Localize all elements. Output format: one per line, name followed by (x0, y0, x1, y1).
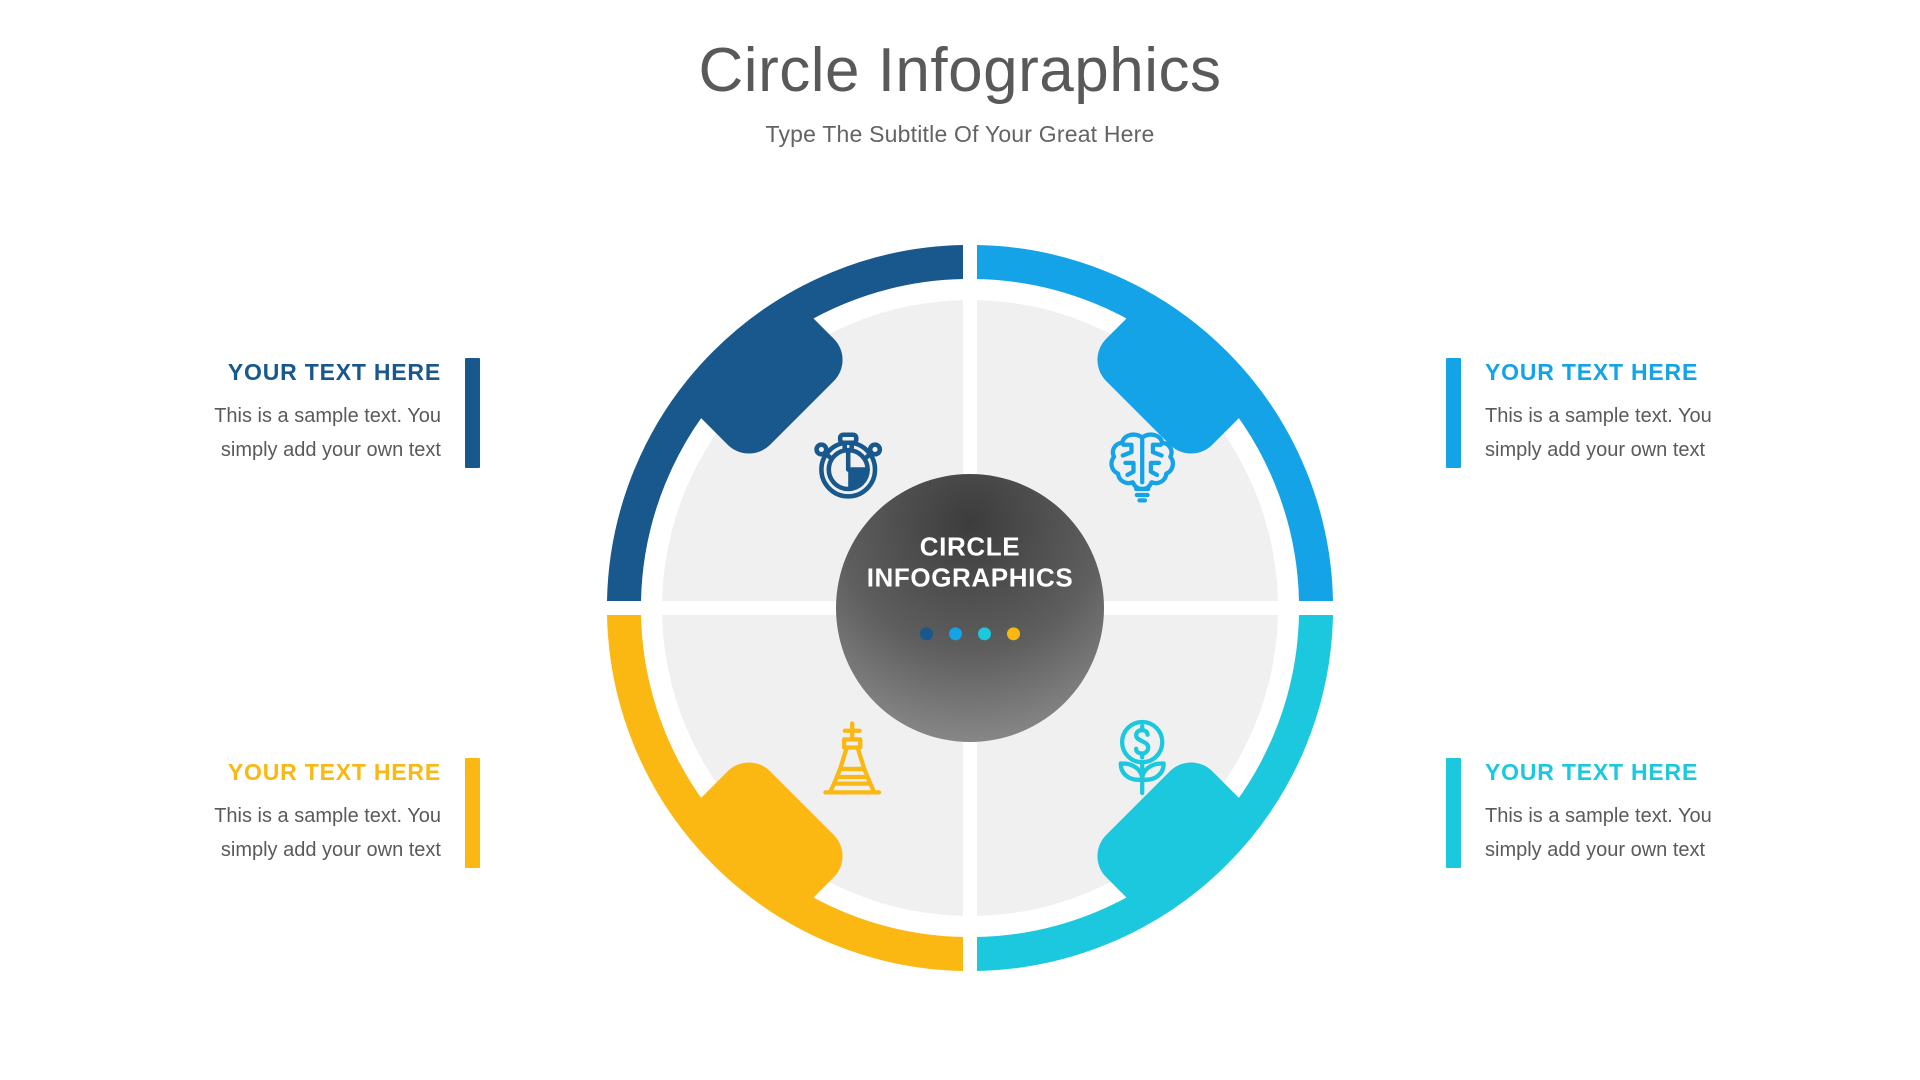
body-line-2: simply add your own text (220, 439, 441, 462)
chess-king-icon (823, 721, 882, 795)
body-line-2: simply add your own text (1485, 839, 1706, 862)
text-block-bottom-left[interactable]: YOUR TEXT HERE This is a sample text. Yo… (150, 758, 480, 868)
accent-bar-top-right (1446, 358, 1461, 468)
segment-ring-top-right (977, 245, 1333, 601)
text-block-bottom-left-body: This is a sample text. You simply add yo… (150, 799, 441, 868)
segment-tab-bottom-right (1097, 762, 1247, 912)
segment-ring-bottom-right (977, 615, 1333, 971)
text-block-top-left-body: This is a sample text. You simply add yo… (150, 399, 441, 468)
segment-arc-top-left[interactable] (607, 245, 963, 601)
body-line-1: This is a sample text. You (214, 404, 441, 427)
center-hub[interactable] (836, 474, 1104, 742)
body-line-1: This is a sample text. You (214, 804, 441, 827)
text-block-top-left[interactable]: YOUR TEXT HERE This is a sample text. Yo… (150, 358, 480, 468)
body-line-1: This is a sample text. You (1485, 804, 1712, 827)
body-line-2: simply add your own text (220, 839, 441, 862)
segment-arc-bottom-left[interactable] (607, 615, 963, 971)
page-title: Circle Infographics (698, 36, 1222, 105)
accent-bar-bottom-right (1446, 758, 1461, 868)
segment-tab-bottom-left (693, 762, 843, 912)
money-growth-icon (1118, 719, 1166, 796)
segment-tab-top-right (1097, 304, 1247, 454)
brain-idea-icon (1109, 432, 1176, 503)
text-block-top-left-heading: YOUR TEXT HERE (227, 359, 441, 385)
text-block-top-right-body: This is a sample text. You simply add yo… (1485, 399, 1776, 468)
segment-ring-bottom-left (607, 615, 963, 971)
body-line-1: This is a sample text. You (1485, 404, 1712, 427)
circle-diagram: CIRCLE INFOGRAPHICS (590, 228, 1350, 988)
text-block-bottom-right-heading: YOUR TEXT HERE (1485, 759, 1699, 785)
segment-arc-top-right[interactable] (977, 245, 1333, 601)
accent-bar-top-left (465, 358, 480, 468)
header: Circle Infographics Type The Subtitle Of… (0, 38, 1920, 148)
text-block-bottom-left-heading: YOUR TEXT HERE (227, 759, 441, 785)
text-block-top-right[interactable]: YOUR TEXT HERE This is a sample text. Yo… (1446, 358, 1776, 468)
stopwatch-icon (814, 432, 883, 499)
segment-ring-top-left (607, 245, 963, 601)
accent-bar-bottom-left (465, 758, 480, 868)
text-block-bottom-right-body: This is a sample text. You simply add yo… (1485, 799, 1776, 868)
text-block-bottom-right[interactable]: YOUR TEXT HERE This is a sample text. Yo… (1446, 758, 1776, 868)
segment-tab-top-left (693, 304, 843, 454)
segment-arc-bottom-right[interactable] (977, 615, 1333, 971)
page-subtitle: Type The Subtitle Of Your Great Here (765, 121, 1155, 148)
body-line-2: simply add your own text (1485, 439, 1706, 462)
text-block-top-right-heading: YOUR TEXT HERE (1485, 359, 1699, 385)
